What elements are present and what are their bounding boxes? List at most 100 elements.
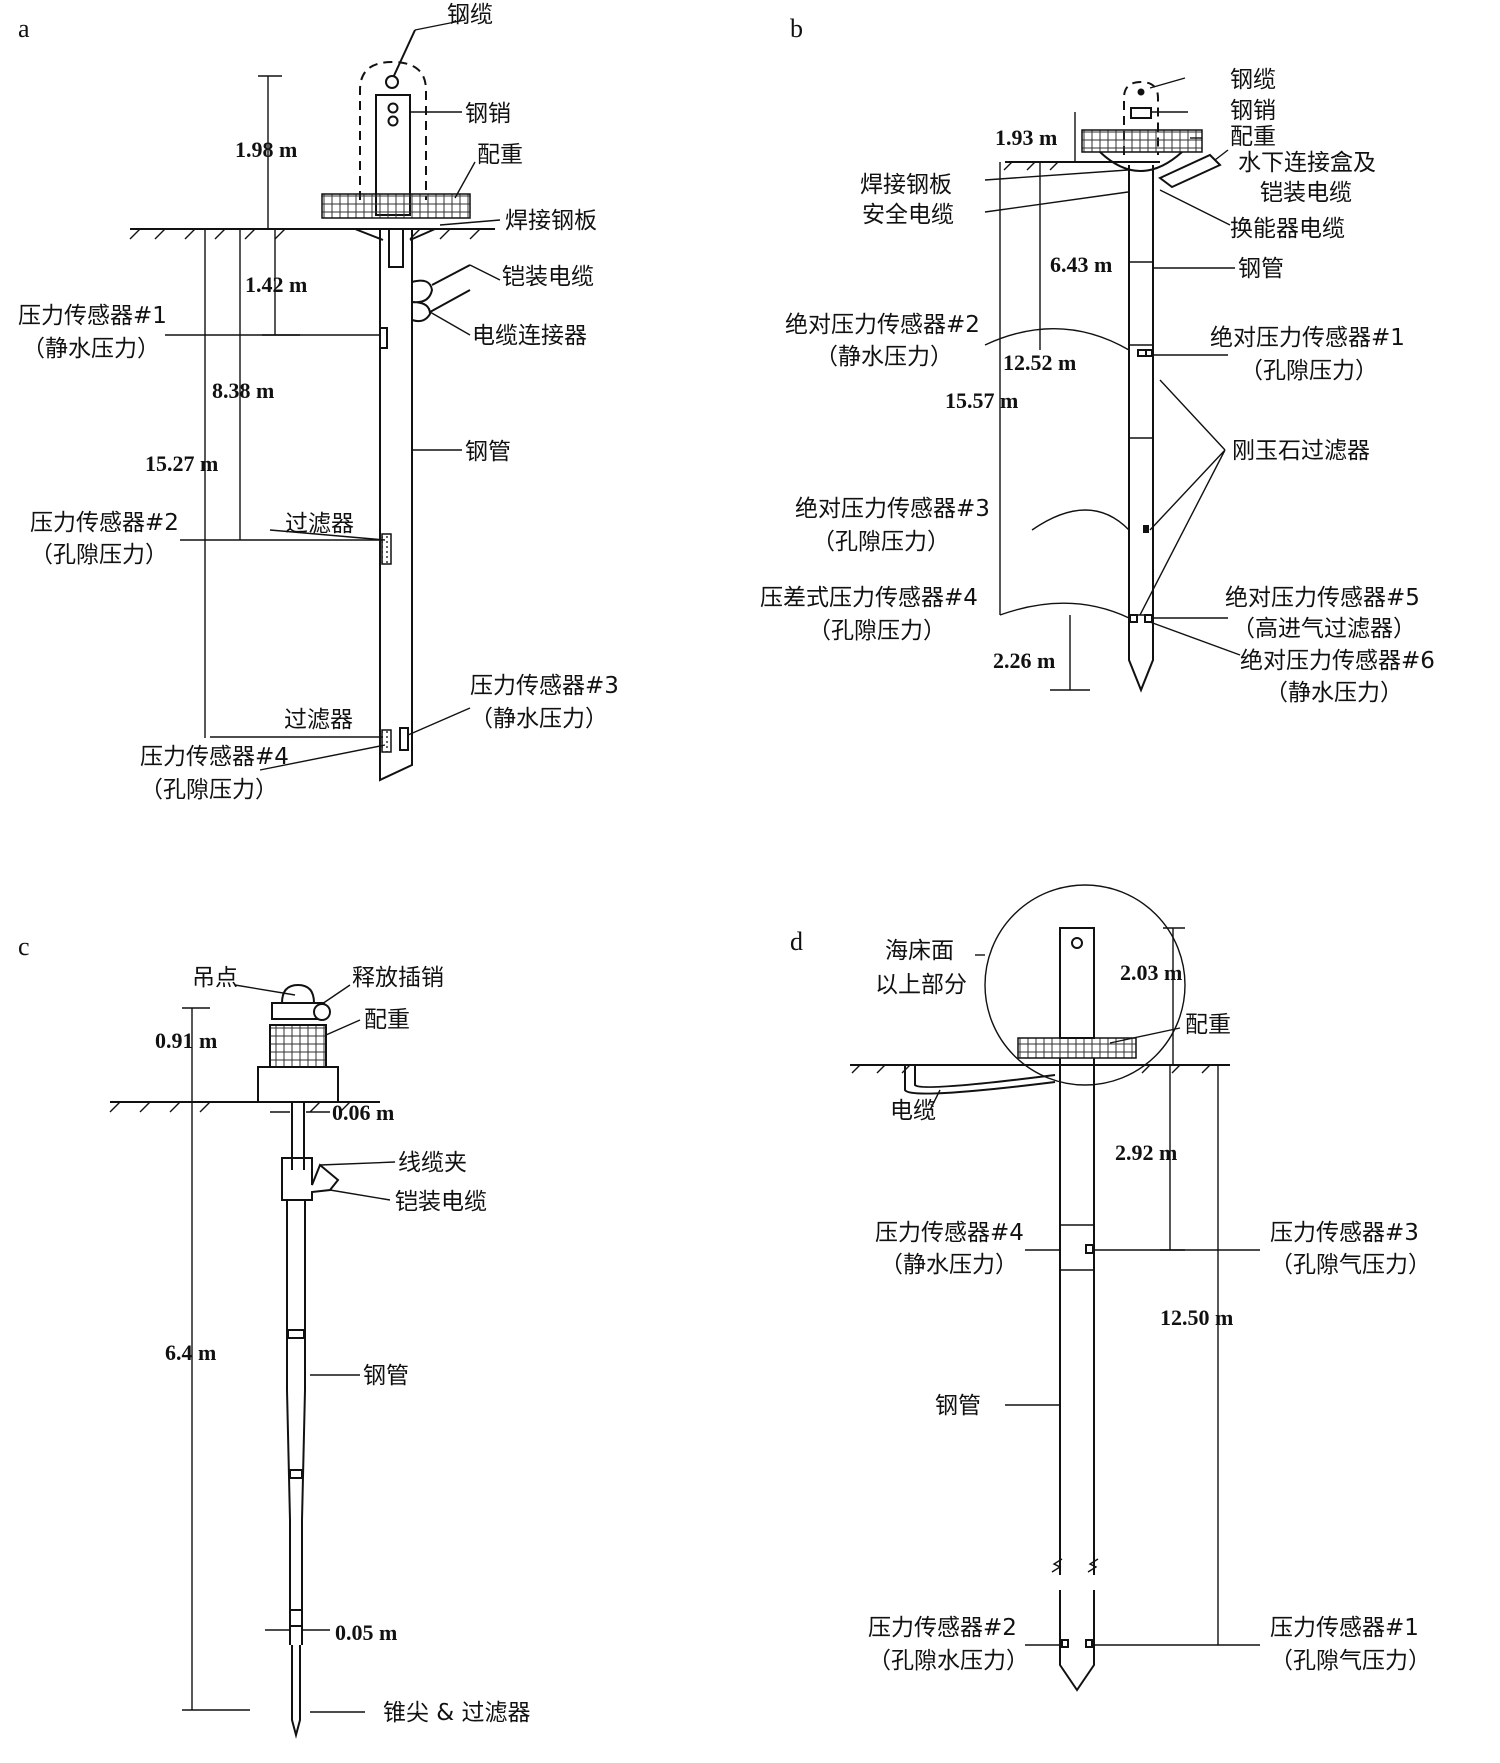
panel-a-label-pipe: 钢管: [465, 439, 511, 465]
panel-b-label-s6: 绝对压力传感器#6: [1240, 648, 1435, 674]
panel-d-cable-1: [904, 1065, 1056, 1095]
panel-b-label-pin: 钢销: [1230, 98, 1276, 124]
panel-c-counterweight: [269, 1024, 327, 1068]
panel-c-release-pin: [313, 1003, 331, 1021]
panel-c-pipe-joint-3: [289, 1609, 303, 1627]
panel-d-label-above1: 海床面: [885, 938, 954, 964]
panel-c-dim-label-1: 0.91 m: [155, 1028, 217, 1053]
panel-d-dim-label-3: 12.50 m: [1160, 1305, 1233, 1330]
panel-a-dim-1-98: [258, 75, 282, 229]
panel-d-label-cable: 电缆: [890, 1098, 936, 1124]
panel-b-label-s4: 压差式压力传感器#4: [760, 585, 978, 611]
panel-c-leader-clamp: [319, 1161, 396, 1166]
panel-c-label-armored: 铠装电缆: [395, 1189, 487, 1215]
panel-b-label-s4b: （孔隙压力）: [808, 618, 946, 644]
panel-b-head-outline: [1123, 80, 1159, 155]
panel-a-filter-1: [381, 533, 392, 565]
panel-b-label-s5b: （高进气过滤器）: [1232, 616, 1416, 642]
panel-b-cone-base: [1099, 151, 1183, 172]
panel-a-leader-connector: [429, 311, 471, 336]
panel-c-leader-release: [321, 984, 351, 1005]
panel-d-label-s4b: （静水压力）: [880, 1252, 1018, 1278]
panel-c-dim-label-2: 0.06 m: [332, 1100, 394, 1125]
panel-d: d 2.03 m 2.92 m 12.50 m: [790, 884, 1431, 1692]
panel-b-pin: [1130, 107, 1152, 119]
panel-b: b 1.93 m 6.43 m 12.52 m 15.57 m 2.26 m: [760, 14, 1435, 706]
panel-b-label-s3b: （孔隙压力）: [812, 529, 950, 555]
panel-a-dim-label-3: 8.38 m: [212, 378, 274, 403]
panel-d-dim-2-03: [1163, 927, 1185, 1065]
panel-d-above-seabed-circle: [984, 884, 1186, 1086]
panel-a-pin-hole-2: [387, 115, 399, 127]
panel-d-steel-pipe-upper: [1059, 1058, 1095, 1575]
panel-a-label-s2: 压力传感器#2: [30, 510, 179, 536]
panel-a-armored-cable: [429, 264, 471, 313]
panel-b-sensor-1b: [1145, 349, 1153, 357]
panel-c-dim-0-91: [182, 1007, 210, 1102]
panel-b-letter: b: [790, 14, 803, 43]
panel-a-steel-cable: [391, 29, 416, 81]
panel-b-leader-s6: [1149, 621, 1241, 656]
panel-c-leader-armored: [329, 1189, 391, 1201]
panel-b-leader-s3: [1031, 509, 1130, 531]
panel-d-label-s3: 压力传感器#3: [1270, 1220, 1419, 1246]
panel-c-base-plate: [257, 1066, 339, 1103]
panel-b-label-plate: 焊接钢板: [860, 172, 952, 198]
panel-d-label-s2b: （孔隙水压力）: [868, 1648, 1029, 1674]
panel-b-label-s1b: （孔隙压力）: [1240, 358, 1378, 384]
panel-d-pin-hole: [1071, 937, 1083, 949]
panel-d-counterweight: [1017, 1037, 1137, 1059]
panel-a-label-s3b: （静水压力）: [470, 706, 608, 732]
panel-c-label-lift: 吊点: [192, 965, 238, 991]
panel-a-dim-label-2: 1.42 m: [245, 272, 307, 297]
panel-b-label-cable: 钢缆: [1230, 67, 1276, 93]
panel-c-label-release: 释放插销: [352, 965, 444, 991]
panel-d-leader-weight: [1109, 1027, 1181, 1044]
panel-a-head-outline: [359, 60, 427, 200]
panel-a-label-cable: 钢缆: [447, 2, 493, 28]
panel-d-label-s4: 压力传感器#4: [875, 1220, 1024, 1246]
panel-a-leader-s4: [259, 744, 386, 771]
panel-a-counterweight: [321, 193, 471, 219]
panel-b-dim-lines: [999, 112, 1090, 691]
panel-a-leader-plate: [439, 219, 501, 226]
panel-a-label-filter2: 过滤器: [284, 707, 353, 733]
panel-d-leader-cable: [929, 1089, 941, 1111]
panel-b-dim-label-2: 6.43 m: [1050, 252, 1112, 277]
panel-a-filter-2: [381, 729, 392, 753]
panel-b-label-junction1: 水下连接盒及: [1238, 150, 1376, 176]
panel-b-leader-safety: [984, 191, 1129, 213]
panel-a-label-plate: 焊接钢板: [505, 208, 597, 234]
panel-d-dim-label-1: 2.03 m: [1120, 960, 1182, 985]
panel-b-counterweight: [1081, 129, 1203, 153]
panel-a-leader-armored: [469, 264, 501, 281]
panel-b-sensor-1: [1137, 349, 1147, 357]
panel-b-label-s6b: （静水压力）: [1265, 680, 1403, 706]
panel-c-label-tip: 锥尖 & 过滤器: [383, 1700, 531, 1726]
panel-b-sensor-5: [1129, 614, 1138, 623]
panel-c-leader-weight: [325, 1019, 361, 1036]
panel-d-break-marks: [1051, 1558, 1099, 1573]
panel-c-pipe-joint-1: [287, 1329, 305, 1339]
panel-a-label-s3: 压力传感器#3: [470, 673, 619, 699]
panel-a-letter: a: [18, 14, 30, 43]
panel-c-upper-pipe: [291, 1102, 305, 1170]
panel-b-leader-plate: [984, 169, 1129, 181]
panel-a-welded-plate: [354, 228, 436, 241]
panel-b-cable-eye: [1137, 88, 1145, 96]
panel-b-sensor-6: [1144, 614, 1153, 623]
panel-a-pipe-top-slot: [388, 228, 404, 268]
panel-a-label-pin: 钢销: [465, 101, 511, 127]
panel-c-cone-tip: [291, 1645, 301, 1739]
panel-b-label-transducer: 换能器电缆: [1230, 216, 1345, 242]
panel-d-label-s1: 压力传感器#1: [1270, 1615, 1419, 1641]
panel-a-leader-weight: [454, 161, 476, 199]
panel-d-label-above2: 以上部分: [875, 972, 967, 998]
panel-a-leader-cable: [414, 19, 466, 31]
panel-d-sensor-3: [1085, 1244, 1094, 1254]
panel-d-pipe-joint: [1060, 1224, 1094, 1271]
panel-b-ground-hatch: [1003, 161, 1059, 171]
panel-a-cable-connector: [411, 279, 434, 323]
panel-b-leader-corundum: [1139, 379, 1226, 616]
